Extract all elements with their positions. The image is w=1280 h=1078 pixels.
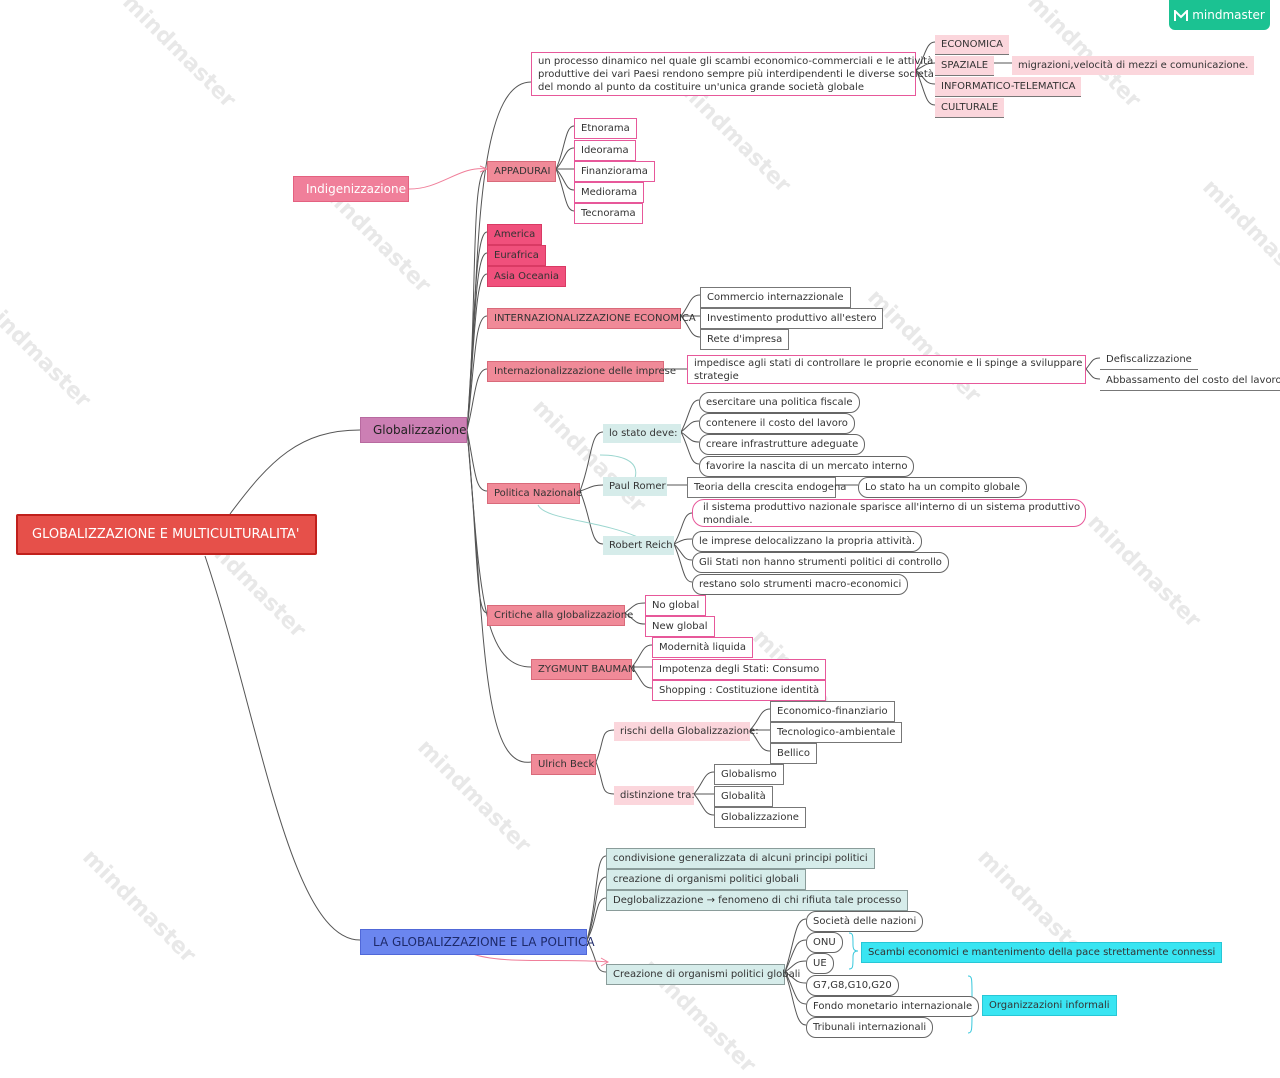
topic-globalizzazione[interactable]: Globalizzazione — [360, 417, 467, 443]
imprese-effect-line: impedisce agli stati di controllare le p… — [694, 358, 1083, 369]
critiche-item[interactable]: New global — [645, 616, 715, 637]
politica-item[interactable]: creazione di organismi politici globali — [606, 869, 806, 890]
watermark: mindmaster — [1082, 510, 1206, 634]
stato-deve-item[interactable]: favorire la nascita di un mercato intern… — [699, 456, 915, 477]
note-informali[interactable]: Organizzazioni informali — [982, 995, 1117, 1016]
organismo-item[interactable]: Tribunali internazionali — [806, 1017, 934, 1038]
distinzione-item[interactable]: Globalizzazione — [714, 807, 806, 828]
stato-deve-item[interactable]: contenere il costo del lavoro — [699, 413, 855, 434]
stato-deve-item[interactable]: esercitare una politica fiscale — [699, 392, 860, 413]
reich-item[interactable]: il sistema produttivo nazionale sparisce… — [692, 499, 1086, 527]
rischi-item[interactable]: Tecnologico-ambientale — [770, 722, 903, 743]
organismo-item[interactable]: Fondo monetario internazionale — [806, 996, 980, 1017]
appadurai-node[interactable]: APPADURAI — [487, 161, 556, 182]
region-asia-oceania[interactable]: Asia Oceania — [487, 266, 567, 287]
root-topic[interactable]: GLOBALIZZAZIONE E MULTICULTURALITA' — [16, 514, 317, 555]
imprese-effect-line: strategie — [694, 371, 739, 382]
organismo-item[interactable]: UE — [806, 953, 834, 974]
reich-item[interactable]: le imprese delocalizzano la propria atti… — [692, 531, 923, 552]
brand-name: mindmaster — [1192, 8, 1265, 22]
distinzione-item[interactable]: Globalità — [714, 786, 773, 807]
organismo-item[interactable]: Società delle nazioni — [806, 911, 924, 932]
aspect-spaziale[interactable]: SPAZIALE — [935, 56, 995, 76]
stato-deve-node[interactable]: lo stato deve: — [603, 424, 681, 443]
politica-item[interactable]: Deglobalizzazione → fenomeno di chi rifi… — [606, 890, 909, 911]
definition-box[interactable]: un processo dinamico nel quale gli scamb… — [531, 52, 934, 96]
aspect-informatico-telematica[interactable]: INFORMATICO-TELEMATICA — [935, 77, 1082, 97]
organismo-item[interactable]: ONU — [806, 932, 843, 953]
romer-claim[interactable]: Lo stato ha un compito globale — [858, 477, 1028, 498]
bauman-node[interactable]: ZYGMUNT BAUMAN — [531, 659, 635, 680]
aspect-culturale[interactable]: CULTURALE — [935, 98, 1005, 118]
appadurai-item[interactable]: Etnorama — [574, 118, 637, 139]
bauman-item[interactable]: Modernità liquida — [652, 637, 754, 658]
reich-item[interactable]: Gli Stati non hanno strumenti politici d… — [692, 552, 949, 573]
result-abbassamento-costo[interactable]: Abbassamento del costo del lavoro — [1100, 371, 1280, 391]
distinzione-item[interactable]: Globalismo — [714, 764, 784, 785]
bauman-item[interactable]: Impotenza degli Stati: Consumo — [652, 659, 827, 680]
note-onu-ue[interactable]: Scambi economici e mantenimento della pa… — [861, 942, 1223, 963]
internazionalizzazione-imprese-node[interactable]: Internazionalizzazione delle imprese — [487, 361, 676, 382]
romer-theory[interactable]: Teoria della crescita endogena — [687, 477, 846, 498]
organismo-item[interactable]: G7,G8,G10,G20 — [806, 975, 899, 996]
watermark: mindmaster — [77, 845, 201, 969]
topic-indigenizzazione[interactable]: Indigenizzazione — [293, 176, 409, 202]
definition-line: del mondo al punto da costituire un'unic… — [538, 82, 864, 93]
ulrich-beck-node[interactable]: Ulrich Beck — [531, 754, 596, 775]
rischi-item[interactable]: Economico-finanziario — [770, 701, 895, 722]
stato-deve-item[interactable]: creare infrastrutture adeguate — [699, 434, 866, 455]
bauman-item[interactable]: Shopping : Costituzione identità — [652, 680, 827, 701]
aspect-economica[interactable]: ECONOMICA — [935, 35, 1009, 55]
region-america[interactable]: America — [487, 224, 543, 245]
reich-item-line: il sistema produttivo nazionale sparisce… — [703, 502, 1081, 513]
int-economica-item[interactable]: Investimento produttivo all'estero — [700, 308, 884, 329]
imprese-effect[interactable]: impedisce agli stati di controllare le p… — [687, 355, 1086, 384]
appadurai-item[interactable]: Tecnorama — [574, 203, 643, 224]
critiche-node[interactable]: Critiche alla globalizzazione — [487, 605, 633, 626]
result-defiscalizzazione[interactable]: Defiscalizzazione — [1100, 350, 1198, 370]
watermark: mindmaster — [1197, 175, 1280, 299]
paul-romer-node[interactable]: Paul Romer — [603, 477, 667, 496]
int-economica-item[interactable]: Rete d'impresa — [700, 329, 790, 350]
mindmaster-logo-icon — [1174, 8, 1189, 21]
definition-line: un processo dinamico nel quale gli scamb… — [538, 56, 934, 67]
spaziale-note[interactable]: migrazioni,velocità di mezzi e comunicaz… — [1012, 56, 1255, 75]
distinzione-node[interactable]: distinzione tra: — [614, 786, 695, 805]
organismi-node[interactable]: Creazione di organismi politici globali — [606, 964, 800, 985]
int-economica-item[interactable]: Commercio internazzionale — [700, 287, 851, 308]
region-eurafrica[interactable]: Eurafrica — [487, 245, 546, 266]
watermark: mindmaster — [862, 285, 986, 409]
appadurai-item[interactable]: Mediorama — [574, 182, 645, 203]
definition-line: produttive dei vari Paesi rendono sempre… — [538, 69, 934, 80]
internazionalizzazione-economica-node[interactable]: INTERNAZIONALIZZAZIONE ECONOMICA — [487, 308, 696, 329]
politica-nazionale-node[interactable]: Politica Nazionale — [487, 483, 582, 504]
appadurai-item[interactable]: Finanziorama — [574, 161, 655, 182]
reich-item[interactable]: restano solo strumenti macro-economici — [692, 574, 909, 595]
rischi-item[interactable]: Bellico — [770, 743, 817, 764]
politica-item[interactable]: condivisione generalizzata di alcuni pri… — [606, 848, 875, 869]
watermark: mindmaster — [412, 735, 536, 859]
watermark: mindmaster — [0, 290, 96, 414]
mindmaster-logo[interactable]: mindmaster — [1169, 0, 1270, 30]
watermark: mindmaster — [117, 0, 241, 114]
reich-item-line: mondiale. — [703, 515, 753, 526]
rischi-node[interactable]: rischi della Globalizzazione: — [614, 722, 759, 741]
robert-reich-node[interactable]: Robert Reich — [603, 536, 674, 555]
critiche-item[interactable]: No global — [645, 595, 707, 616]
topic-globalizzazione-politica[interactable]: LA GLOBALIZZAZIONE E LA POLITICA — [360, 929, 595, 955]
appadurai-item[interactable]: Ideorama — [574, 140, 636, 161]
